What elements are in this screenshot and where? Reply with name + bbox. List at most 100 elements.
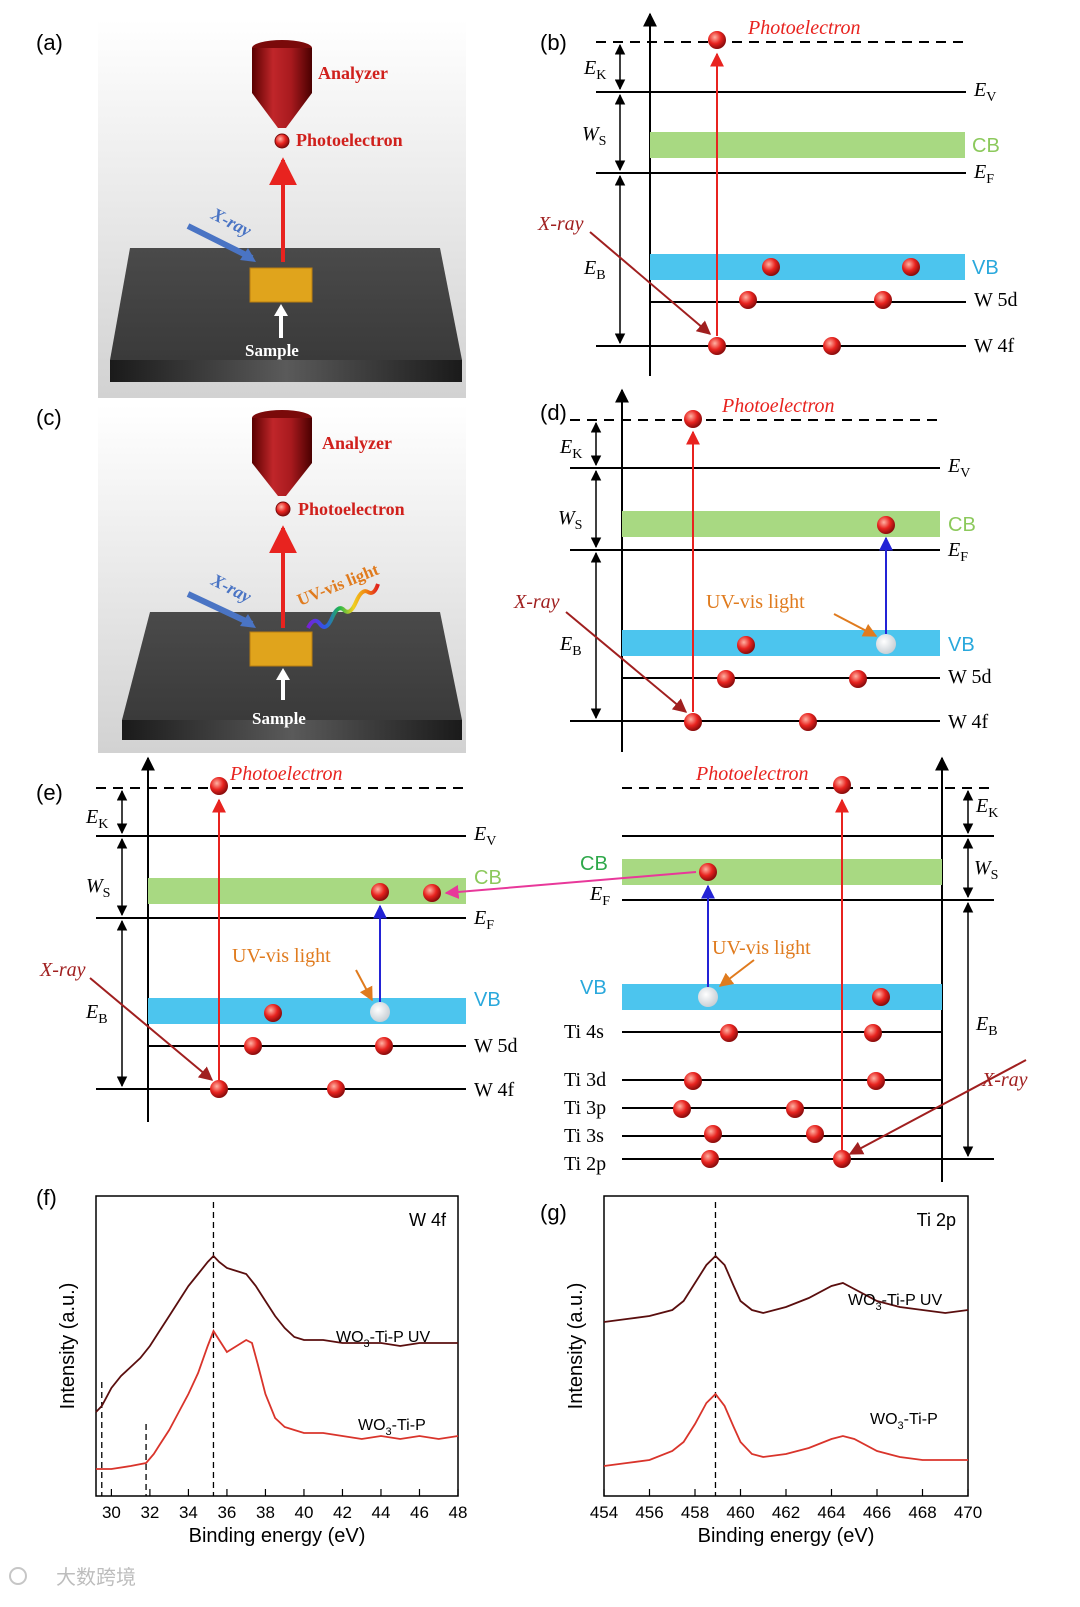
x-tick-label: 38 (256, 1503, 275, 1522)
ek-label: EK (559, 436, 582, 462)
plot-frame (603, 1195, 969, 1497)
electron-icons-e-right (673, 776, 890, 1168)
series-line-1 (96, 1329, 459, 1470)
ws-label: WS (558, 507, 582, 533)
uv-light-label-e-left: UV-vis light (232, 945, 331, 967)
x-tick-label: 468 (908, 1503, 936, 1522)
panel-label-a: (a) (36, 30, 63, 55)
chart-title: W 4f (409, 1210, 447, 1230)
panel-e-right-diagram: EK WS EB EF CB VB Ti 4s Ti 3d Ti 3p Ti 3… (564, 756, 1028, 1182)
x-tick-label: 454 (590, 1503, 618, 1522)
ws-label: WS (974, 857, 998, 883)
electron-icons-e-left (210, 777, 441, 1098)
panel-label-d: (d) (540, 400, 567, 425)
series-label: WO3-Ti-P UV (336, 1329, 430, 1350)
series-label-part: -Ti-P UV (370, 1329, 431, 1346)
chart-title: Ti 2p (917, 1210, 956, 1230)
electron-icon (275, 501, 291, 517)
photoelectron-label-c: Photoelectron (298, 499, 405, 519)
hole-icon (698, 987, 718, 1007)
eb-label: EB (583, 257, 606, 283)
electron-transfer-arrow (444, 871, 697, 899)
cb-band (650, 132, 965, 158)
series-label-part: WO (336, 1329, 364, 1346)
uv-light-label-d: UV-vis light (706, 591, 805, 613)
x-tick-label: 32 (140, 1503, 159, 1522)
ev-label: EV (947, 455, 970, 481)
analyzer-label-c: Analyzer (322, 433, 392, 453)
x-tick-label: 460 (726, 1503, 754, 1522)
x-axis-label: Binding energy (eV) (189, 1525, 366, 1547)
uv-light-wave (306, 583, 380, 629)
eb-label: EB (975, 1013, 998, 1039)
ef-label: EF (589, 883, 610, 909)
photoelectron-label-a: Photoelectron (296, 130, 403, 150)
series-label: WO3-Ti-P (870, 1411, 938, 1432)
electron-icon (274, 133, 290, 149)
sample-label-c: Sample (252, 709, 306, 728)
xray-label-e-left: X-ray (39, 959, 86, 981)
ti3p-label: Ti 3p (564, 1097, 606, 1119)
vb-label: VB (580, 977, 607, 999)
series-label-part: WO (870, 1411, 898, 1428)
series-label: WO3-Ti-P (358, 1417, 426, 1438)
ti4s-label: Ti 4s (564, 1021, 604, 1043)
sample-square (249, 267, 313, 303)
cb-label: CB (474, 867, 502, 889)
series-line-0 (603, 1254, 969, 1323)
vb-label: VB (474, 989, 501, 1011)
x-tick-label: 46 (410, 1503, 429, 1522)
series-label-part: -Ti-P (904, 1411, 938, 1428)
series-label-sub: 3 (364, 1338, 370, 1350)
xray-label-e-right: X-ray (981, 1069, 1028, 1091)
vb-band (148, 998, 466, 1024)
x-tick-label: 458 (681, 1503, 709, 1522)
x-tick-label: 40 (294, 1503, 313, 1522)
ti3s-label: Ti 3s (564, 1125, 604, 1147)
panel-b-energy-diagram: EK WS EB EV EF CB VB W 5d W 4f Photoelec… (537, 12, 1018, 376)
series-label: WO3-Ti-P UV (848, 1292, 942, 1313)
plot-frame (95, 1195, 459, 1497)
series-label-part: WO (358, 1417, 386, 1434)
photoelectron-label-e-left: Photoelectron (229, 763, 343, 785)
panel-label-f: (f) (36, 1185, 57, 1210)
vb-label: VB (972, 257, 999, 279)
hole-icon (370, 1002, 390, 1022)
panel-e-left-diagram: EK WS EB EV EF CB VB W 5d W 4f Photoelec… (39, 756, 518, 1122)
x-axis-label: Binding energy (eV) (698, 1525, 875, 1547)
xray-label-d: X-ray (513, 591, 560, 613)
w5d-label: W 5d (974, 289, 1018, 311)
ev-label: EV (473, 823, 496, 849)
series-label-part: WO (848, 1292, 876, 1309)
x-tick-label: 462 (772, 1503, 800, 1522)
ef-label: EF (473, 907, 494, 933)
panel-d-energy-diagram: EK WS EB EV EF CB VB W 5d W 4f Photoelec… (513, 388, 992, 752)
w5d-label: W 5d (474, 1035, 518, 1057)
ws-label: WS (582, 123, 606, 149)
series-label-sub: 3 (876, 1301, 882, 1313)
x-tick-label: 456 (635, 1503, 663, 1522)
eb-label: EB (559, 633, 582, 659)
panel-c-apparatus: Analyzer Photoelectron X-ray UV-vis ligh… (98, 405, 466, 753)
series-label-sub: 3 (386, 1426, 392, 1438)
w4f-label: W 4f (474, 1079, 515, 1101)
panel-a-apparatus: Analyzer Photoelectron X-ray Sample (98, 20, 466, 398)
eb-label: EB (85, 1001, 108, 1027)
ek-label: EK (85, 806, 108, 832)
series-label-part: -Ti-P (392, 1417, 426, 1434)
analyzer-label-a: Analyzer (318, 63, 388, 83)
ev-label: EV (973, 79, 996, 105)
series-line-1 (603, 1392, 968, 1467)
cb-label: CB (580, 853, 608, 875)
panel-label-c: (c) (36, 405, 62, 430)
photoelectron-label-b: Photoelectron (747, 17, 861, 39)
w4f-label: W 4f (974, 335, 1015, 357)
y-axis-label: Intensity (a.u.) (565, 1283, 587, 1410)
w5d-label: W 5d (948, 666, 992, 688)
sample-label-a: Sample (245, 341, 299, 360)
series-line-0 (95, 1254, 458, 1413)
sample-square (249, 631, 313, 667)
ws-label: WS (86, 875, 110, 901)
